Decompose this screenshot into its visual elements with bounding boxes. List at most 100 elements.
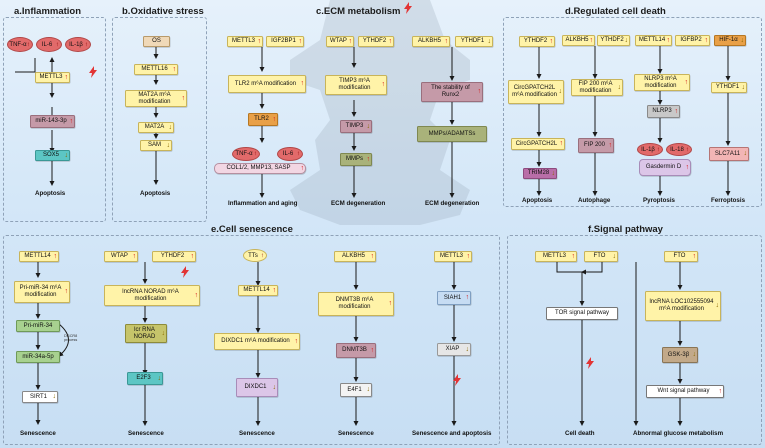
os-node: OS — [143, 36, 170, 47]
ythdf1-c-node: YTHDF1↓ — [455, 36, 493, 47]
igfbp2-node: IGFBP2↑ — [675, 35, 710, 46]
mettl14-e2-node: METTL14↑ — [238, 285, 278, 296]
dixdc1-modification-node: DIXDC1 m⁶A modification↑ — [214, 333, 300, 350]
panel-title-regulated-cell-death: d.Regulated cell death — [565, 6, 666, 17]
wtap-c-node: WTAP↑ — [326, 36, 354, 47]
outcome-senescence-4: Senescence — [338, 430, 374, 437]
alkbh5-e-node: ALKBH5↑ — [334, 251, 376, 262]
outcome-ferroptosis: Ferroptosis — [711, 197, 746, 204]
ythdf1-d-node: YTHDF1↓ — [711, 82, 747, 93]
outcome-inflammation-aging: Inflammation and aging — [228, 200, 298, 207]
lightning-icon — [404, 2, 412, 14]
mettl3-f-node: METTL3↑ — [535, 251, 577, 262]
mettl14-d-node: METTL14↑ — [635, 35, 672, 46]
outcome-abnormal-glucose-metabolism: Abnormal glucose metabolism — [633, 430, 724, 437]
sirt1-node: SIRT1↓ — [22, 391, 58, 403]
outcome-ecm-degeneration-2: ECM degeneration — [425, 200, 480, 207]
mmps-adamtss-node: MMPs/ADAMTSs — [417, 126, 487, 142]
lncrna-loc102555094-modification-node: lncRNA LOC102555094 m⁶A modification↓ — [645, 291, 721, 321]
il6-node: IL-6↑ — [36, 37, 62, 52]
panel-oxidative-stress — [112, 17, 207, 222]
outcome-apoptosis-b: Apoptosis — [140, 190, 171, 197]
fip200-node: FIP 200↑ — [578, 138, 614, 153]
lightning-icon — [453, 374, 461, 386]
col-mmp13-sasp-node: COL1/2, MMP13, SASP↑ — [214, 163, 306, 174]
xiap-node: XIAP↓ — [437, 343, 471, 356]
alkbh5-d-node: ALKBH5↑ — [562, 35, 595, 46]
timp3-node: TIMP3↓ — [340, 120, 372, 133]
mmps-node: MMPs↑ — [340, 153, 372, 166]
igf2bp1-node: IGF2BP1↑ — [266, 36, 304, 47]
ythdf2-c-node: YTHDF2↑ — [358, 36, 394, 47]
panel-signal-pathway — [507, 235, 762, 445]
mettl16-node: METTL16↑ — [134, 64, 178, 75]
ythdf2-e-node: YTHDF2↑ — [152, 251, 196, 262]
il1b-node: IL-1β↑ — [65, 37, 91, 52]
panel-cell-senescence — [3, 235, 500, 445]
il1b-d-node: IL-1β↑ — [637, 143, 663, 156]
ythdf2-d-node: YTHDF2↑ — [519, 36, 555, 47]
tor-signal-pathway-node: TOR signal pathway — [546, 307, 618, 320]
mettl3-e-node: METTL3↑ — [434, 251, 472, 262]
lightning-icon — [181, 266, 189, 278]
tnf-alpha-c-node: TNF-α↑ — [232, 147, 260, 161]
panel-regulated-cell-death — [503, 17, 762, 207]
circgpatch2l-modification-node: CircGPATCH2L m⁶A modification↓ — [508, 80, 564, 104]
tlr2-modification-node: TLR2 m⁶A modification↑ — [228, 75, 306, 93]
tlr2-node: TLR2↑ — [248, 113, 278, 126]
mir-34a-5p-node: miR-34a-5p — [16, 351, 60, 363]
dixdc1-node: DIXDC1↓ — [236, 378, 278, 397]
outcome-cell-death: Cell death — [565, 430, 595, 437]
lightning-icon — [586, 357, 594, 369]
alkbh5-c-node: ALKBH5↑ — [412, 36, 450, 47]
lightning-icon — [89, 66, 97, 78]
mat2a-modification-node: MAT2A m⁶A modification↑ — [125, 90, 187, 107]
outcome-apoptosis-d: Apoptosis — [522, 197, 553, 204]
outcome-senescence-apoptosis: Senescence and apoptosis — [412, 430, 492, 437]
tnf-alpha-node: TNF-α↑ — [7, 37, 33, 52]
wtap-e-node: WTAP↑ — [104, 251, 138, 262]
il6-c-node: IL-6↑ — [277, 147, 303, 161]
mat2a-node: MAT2A↓ — [138, 122, 174, 133]
panel-title-ecm-metabolism: c.ECM metabolism — [316, 6, 401, 17]
outcome-autophage: Autophage — [578, 197, 611, 204]
timp3-modification-node: TIMP3 m⁶A modification↑ — [325, 75, 387, 95]
dgcr8-process-note: DGCR8 process — [64, 334, 78, 343]
e2f3-node: E2F3↓ — [127, 372, 163, 385]
ythdf2-d2-node: YTHDF2↓ — [597, 35, 630, 46]
slc7a11-node: SLC7A11↓ — [709, 147, 749, 161]
runx2-stability-node: The stability of Runx2↑ — [421, 82, 483, 102]
norad-modification-node: lncRNA NORAD m⁶A modification↑ — [104, 285, 200, 306]
wnt-signal-pathway-node: Wnt signal pathway↑ — [646, 385, 724, 398]
fip200-modification-node: FIP 200 m⁶A modification↓ — [571, 79, 623, 96]
outcome-pyroptosis: Pyroptosis — [643, 197, 675, 204]
dnmt3b-node: DNMT3B↑ — [336, 343, 376, 358]
dnmt3b-modification-node: DNMT3B m⁶A modification↑ — [318, 292, 394, 316]
panel-title-inflammation: a.Inflammation — [14, 6, 82, 17]
pri-mir-34-modification-node: Pri-miR-34 m⁶A modification↑ — [14, 281, 70, 303]
nlrp3-modification-node: NLRP3 m⁶A modification↑ — [634, 74, 690, 91]
panel-title-oxidative-stress: b.Oxidative stress — [122, 6, 204, 17]
e4f1-node: E4F1↓ — [340, 383, 372, 397]
panel-title-cell-senescence: e.Cell senescence — [211, 224, 293, 235]
trim28-node: TRIM28↓ — [523, 168, 557, 179]
sox5-node: SOX5↓ — [35, 150, 70, 161]
mettl3-node: METTL3↑ — [35, 72, 70, 83]
outcome-apoptosis-a: Apoptosis — [35, 190, 66, 197]
mir-143-3p-node: miR-143-3p↑ — [30, 115, 75, 128]
siah1-node: SIAH1↑ — [437, 291, 471, 305]
il18-node: IL-18↑ — [666, 143, 692, 156]
fto-f-node: FTO↓ — [584, 251, 618, 262]
panel-inflammation — [3, 17, 106, 222]
mettl3-c-node: METTL3↑ — [227, 36, 263, 47]
outcome-senescence-2: Senescence — [128, 430, 164, 437]
panel-title-signal-pathway: f.Signal pathway — [588, 224, 663, 235]
pri-mir-34-node: Pri-miR-34 — [16, 320, 60, 332]
gsk3b-node: GSK-3β↓ — [662, 347, 698, 363]
mettl14-e-node: METTL14↑ — [19, 251, 59, 262]
outcome-senescence-1: Senescence — [20, 430, 56, 437]
tts-node: TTs↑ — [243, 249, 267, 262]
gasdermin-d-node: Gasdermin D↑ — [639, 159, 691, 176]
circgpatch2l-node: CircGPATCH2L↑ — [511, 138, 565, 150]
sam-node: SAM↓ — [140, 140, 172, 151]
